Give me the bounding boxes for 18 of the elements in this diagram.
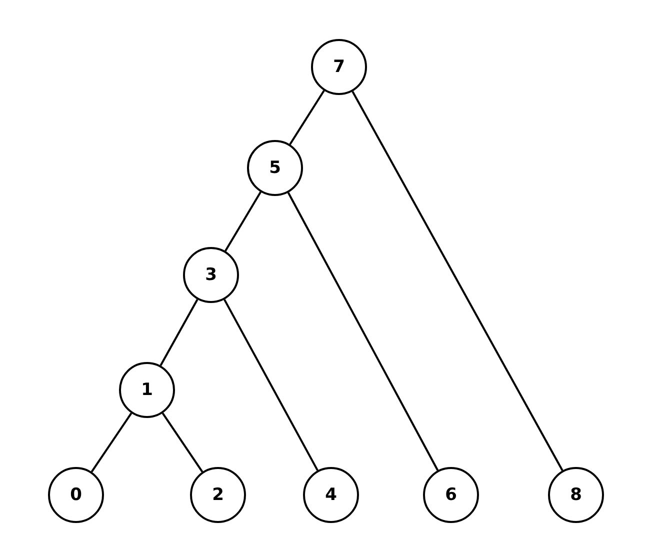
connector-line — [289, 90, 325, 145]
connector-line — [224, 299, 318, 471]
tree-node-circle — [247, 140, 303, 196]
node-label: 5 — [269, 158, 281, 178]
connector-line — [162, 412, 204, 472]
node-label: 4 — [325, 485, 337, 505]
node-label: 1 — [141, 380, 153, 400]
connector-line — [90, 412, 132, 472]
node-label: 8 — [570, 485, 582, 505]
node-label: 3 — [205, 265, 217, 285]
node-label: 2 — [212, 485, 224, 505]
connector-line — [160, 298, 198, 366]
connector-line — [287, 192, 439, 471]
connector-line — [352, 91, 564, 471]
node-label: 7 — [333, 57, 345, 77]
node-label: 0 — [70, 485, 82, 505]
connector-line — [224, 192, 262, 252]
node-label: 6 — [445, 485, 457, 505]
